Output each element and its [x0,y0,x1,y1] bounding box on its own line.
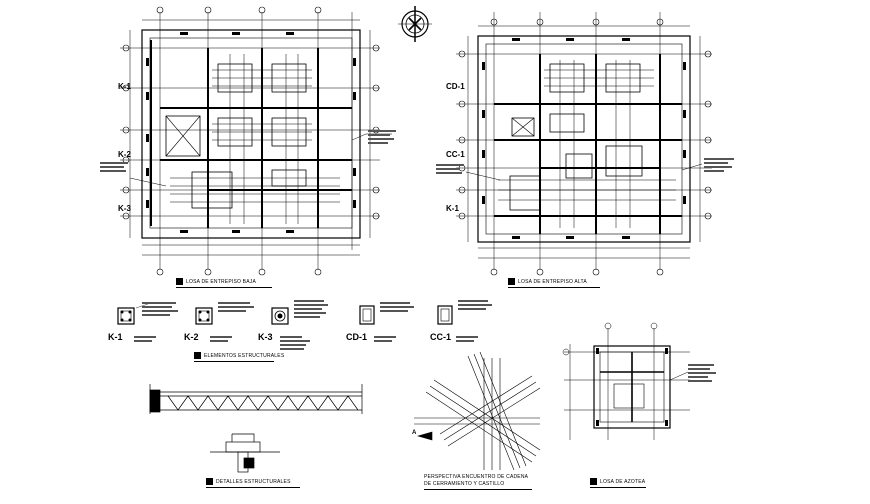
perspective-arrow-label: A [412,430,417,436]
details-title-underline [206,487,300,488]
annotation-blocks-plan-2 [436,158,734,174]
element-code-k3: K-3 [258,332,273,342]
element-code-cc1: CC-1 [430,332,452,342]
plan-1-title: LOSA DE ENTREPISO BAJA [176,278,256,285]
perspective-connection [414,351,541,471]
details-title-text: DETALLES ESTRUCTURALES [216,478,291,485]
title-marker-icon [508,278,515,285]
perspective-title-line-2: DE CERRAMIENTO Y CASTILLO [424,481,505,487]
section-cd1 [359,305,375,325]
axis-bubbles [122,6,380,276]
elements-title-underline [194,361,274,362]
element-code-cd1: CD-1 [346,332,368,342]
plan-losa-azotea [562,322,690,440]
column-marks-plan-1 [146,32,356,233]
plan-2-axis-label-3: K-1 [446,204,459,213]
plan-entrepiso-alta [456,12,712,276]
elements-title: ELEMENTOS ESTRUCTURALES [194,352,284,359]
element-code-k2: K-2 [184,332,199,342]
perspective-title-underline [424,489,532,490]
plan-2-axis-label-2: CC-1 [446,150,465,159]
section-notes [134,300,492,350]
section-k1 [117,303,149,325]
section-k3 [271,307,289,325]
section-k2 [195,307,213,325]
section-cc1 [437,305,453,325]
plan-1-title-text: LOSA DE ENTREPISO BAJA [186,278,256,285]
plan-2-title-underline [508,287,600,288]
details-title: DETALLES ESTRUCTURALES [206,478,291,485]
annotation-blocks-plan-1 [100,130,396,172]
north-arrow-icon [398,6,432,42]
detail-foundation [210,433,280,473]
plan-1-axis-label-1: K-1 [118,82,131,91]
element-code-k1: K-1 [108,332,123,342]
perspective-title-line-1: PERSPECTIVA ENCUENTRO DE CADENA [424,474,529,480]
roof-annotations [596,348,716,426]
title-marker-icon [194,352,201,359]
detail-joist [149,384,363,414]
plan-2-title-text: LOSA DE ENTREPISO ALTA [518,278,587,285]
plan-1-title-underline [176,287,272,288]
plan-entrepiso-baja [120,6,392,276]
plan-2-axis-label-1: CD-1 [446,82,465,91]
plan-1-axis-label-3: K-3 [118,204,131,213]
plan-1-axis-label-2: K-2 [118,150,131,159]
column-marks-plan-2 [482,38,686,239]
title-marker-icon [206,478,213,485]
roof-title-text: LOSA DE AZOTEA [600,478,646,485]
plan-2-title: LOSA DE ENTREPISO ALTA [508,278,587,285]
roof-title-underline [590,487,646,488]
elements-title-text: ELEMENTOS ESTRUCTURALES [204,352,285,359]
title-marker-icon [590,478,597,485]
roof-title: LOSA DE AZOTEA [590,478,645,485]
grid-axes-vertical [159,12,353,270]
title-marker-icon [176,278,183,285]
